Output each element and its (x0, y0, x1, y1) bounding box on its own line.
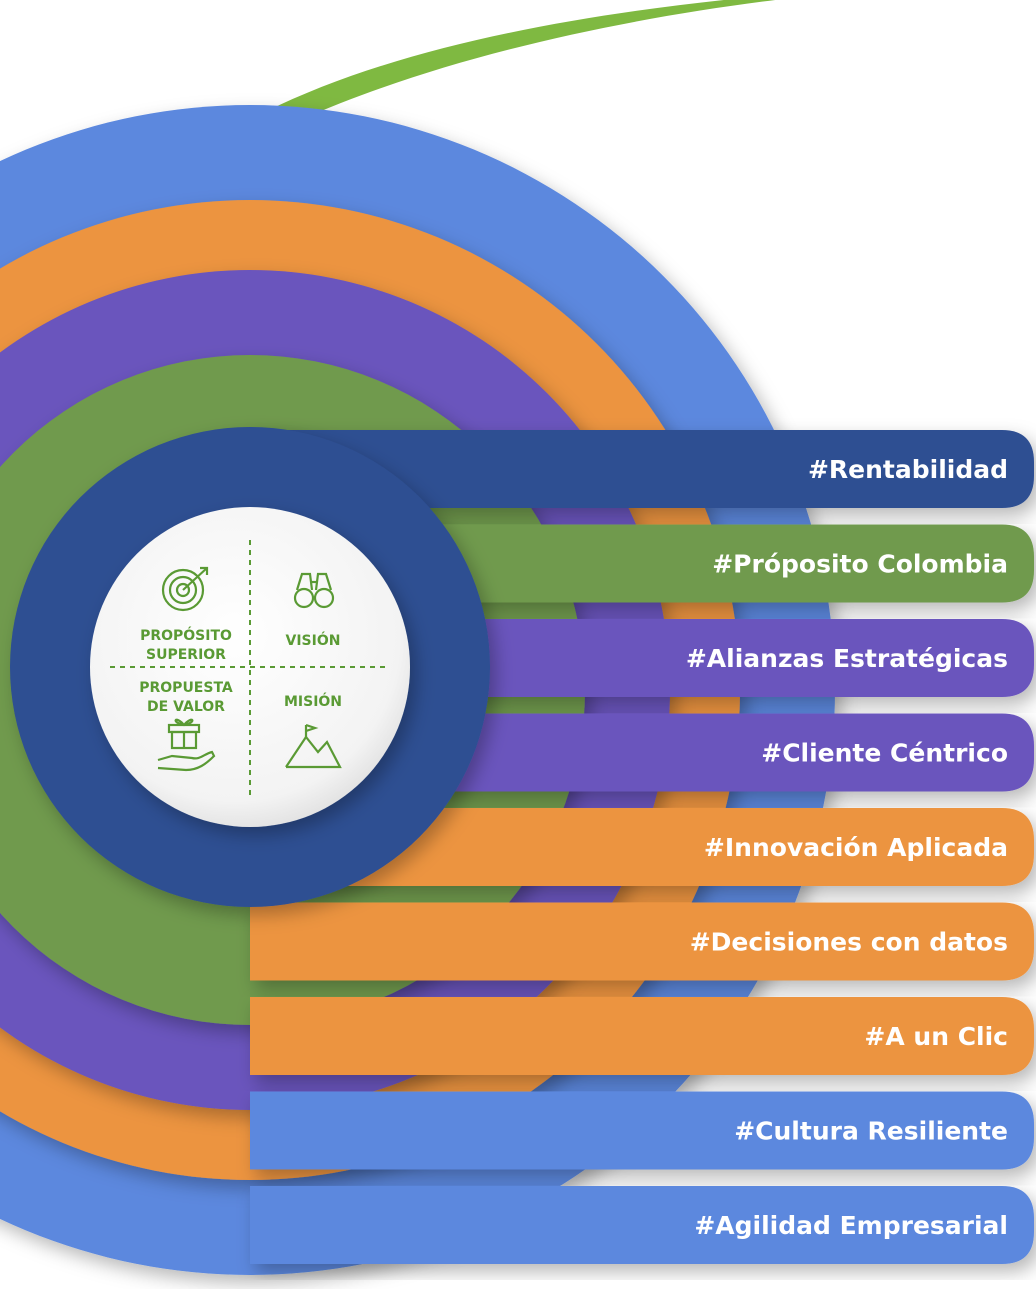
tag-band-decisiones-con-datos (250, 902, 1034, 981)
label-propuesta-de-valor-2: DE VALOR (147, 699, 225, 715)
tag-label-agilidad-empresarial: #Agilidad Empresarial (694, 1211, 1008, 1240)
tag-band-a-un-clic (250, 997, 1034, 1075)
tag-label-a-un-clic: #A un Clic (864, 1022, 1008, 1051)
green-arc (265, 0, 776, 120)
target-icon (161, 566, 209, 612)
tag-label-cliente-c-ntrico: #Cliente Céntrico (761, 739, 1008, 768)
tag-band-rentabilidad (250, 430, 1034, 508)
label-propuesta-de-valor-1: PROPUESTA (139, 680, 233, 696)
label-proposito-superior-1: PROPÓSITO (140, 626, 232, 644)
label-proposito-superior-2: SUPERIOR (146, 647, 226, 663)
tag-label-innovaci-n-aplicada: #Innovación Aplicada (704, 833, 1008, 862)
tag-band-cultura-resiliente (250, 1091, 1034, 1170)
tag-band-innovaci-n-aplicada (250, 808, 1034, 886)
tag-label-pr-posito-colombia: #Próposito Colombia (712, 550, 1008, 579)
tag-label-rentabilidad: #Rentabilidad (808, 455, 1008, 484)
tag-label-alianzas-estrat-gicas: #Alianzas Estratégicas (686, 644, 1008, 673)
label-mision: MISIÓN (284, 692, 342, 710)
tag-label-cultura-resiliente: #Cultura Resiliente (734, 1117, 1008, 1146)
mountain-icon (285, 723, 342, 769)
binoculars-icon (293, 572, 335, 609)
tag-label-decisiones-con-datos: #Decisiones con datos (690, 928, 1008, 957)
label-vision: VISIÓN (286, 631, 341, 649)
center-panel: PROPÓSITO SUPERIOR VISIÓN PROPUESTA DE V… (90, 507, 410, 827)
gift-hand-icon (157, 718, 216, 772)
tag-band-agilidad-empresarial (250, 1186, 1034, 1264)
